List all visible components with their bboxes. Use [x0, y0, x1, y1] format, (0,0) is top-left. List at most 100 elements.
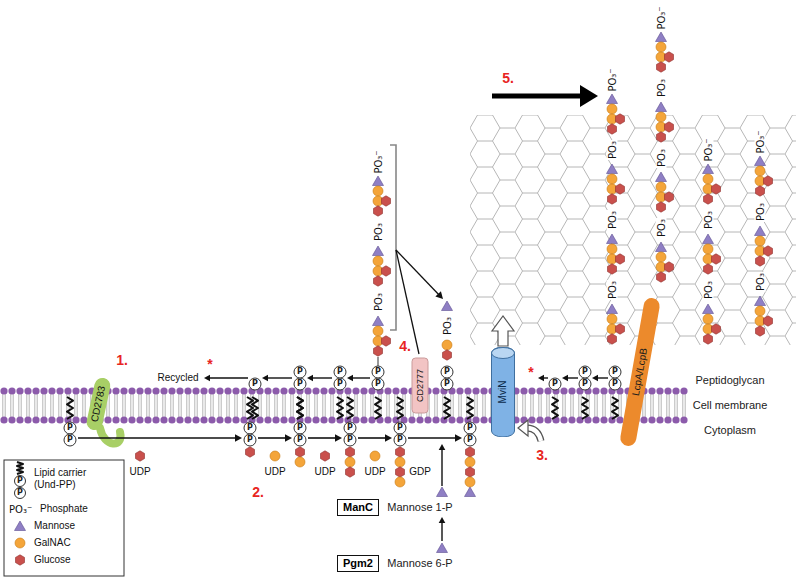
footnote-mark: *	[207, 356, 212, 372]
text-label: Peptidoglycan	[695, 374, 764, 387]
transferase-box: CD2777	[412, 357, 429, 413]
arrow-head	[439, 517, 446, 523]
arrow-line	[267, 377, 292, 378]
mannose-triangle	[607, 234, 618, 244]
arrow-line	[308, 437, 336, 439]
text-label: UDP	[364, 466, 385, 478]
bracket	[390, 145, 396, 330]
phosphate-circle	[579, 378, 591, 390]
glucose-hexagon	[396, 447, 405, 457]
phosphate-label: P	[247, 424, 253, 432]
mannose-triangle	[607, 304, 618, 314]
lipid-carrier	[467, 397, 473, 419]
glucose-hexagon	[466, 467, 475, 477]
flippase-cylinder: MviN	[491, 347, 515, 437]
phosphate-label: P	[444, 368, 450, 376]
galnac-circle	[395, 457, 405, 467]
phosphate-circle	[609, 366, 621, 378]
phosphate-circle	[64, 422, 76, 434]
phosphate-label: P	[297, 436, 303, 444]
arrow-head	[435, 291, 443, 299]
glucose-hexagon	[657, 132, 666, 142]
phosphate-circle	[441, 366, 453, 378]
phosphate-circle	[394, 422, 406, 434]
arrow-head	[538, 375, 544, 382]
glucose-hexagon	[756, 256, 765, 266]
glucose-hexagon	[616, 184, 625, 194]
phosphate-label: P	[347, 436, 353, 444]
phosphate-label: P	[552, 380, 558, 388]
mannose-triangle	[656, 242, 667, 252]
callout-number: 3.	[536, 447, 548, 463]
glucose-hexagon	[346, 447, 355, 457]
flip-arrow	[492, 316, 514, 346]
galnac-circle	[465, 477, 475, 487]
arrow-head	[455, 434, 462, 442]
glucose-hexagon	[764, 246, 773, 256]
glucose-hexagon	[136, 451, 145, 461]
glucose-hexagon	[665, 52, 674, 62]
glucose-hexagon	[616, 324, 625, 334]
phosphate-group-label: PO₃	[755, 202, 766, 222]
phosphate-label: P	[397, 436, 403, 444]
peptidoglycan-mesh	[470, 115, 796, 345]
mannose-triangle	[703, 234, 714, 244]
glucose-hexagon	[657, 272, 666, 282]
arrow-head	[307, 375, 313, 382]
arrow-line	[258, 437, 286, 439]
phosphate-label: P	[297, 380, 303, 388]
arrow-line	[597, 377, 608, 378]
galnac-circle	[755, 166, 765, 176]
glucose-hexagon	[374, 346, 383, 356]
glucose-hexagon	[382, 266, 391, 276]
phosphate-circle	[372, 378, 384, 390]
lipid-carrier	[17, 462, 23, 474]
arrow-head	[262, 375, 268, 382]
arrow-line	[441, 449, 442, 486]
glucose-hexagon	[466, 447, 475, 457]
text-label: GDP	[409, 466, 431, 478]
text-label: Cell membrane	[693, 399, 768, 412]
legend-text: Mannose	[34, 520, 75, 532]
anchoring-rod: LcpA/LcpB	[619, 297, 661, 447]
glucose-hexagon	[374, 276, 383, 286]
arrow-line	[78, 437, 236, 439]
mannose-triangle	[607, 94, 618, 104]
glucose-hexagon	[296, 447, 305, 457]
phosphate-group-label: PO₃	[703, 210, 714, 230]
legend-text: Lipid carrier (Und-PP)	[34, 467, 114, 490]
glucose-hexagon	[756, 326, 765, 336]
phosphate-label: P	[582, 380, 588, 388]
phosphate-group-label: PO₃	[703, 280, 714, 300]
phosphate-label: P	[467, 436, 473, 444]
glucose-hexagon	[616, 254, 625, 264]
node-text: ManC	[343, 501, 373, 514]
phosphate-group-label: PO₃⁻	[656, 5, 667, 30]
phosphate-label: P	[467, 424, 473, 432]
glucose-hexagon	[704, 264, 713, 274]
arrow-head	[385, 434, 392, 442]
phosphate-label: P	[297, 368, 303, 376]
phosphate-label: P	[297, 424, 303, 432]
callout-number: 2.	[252, 484, 264, 500]
phosphate-label: P	[444, 380, 450, 388]
text-label: UDP	[264, 466, 285, 478]
phosphate-label: P	[337, 368, 343, 376]
glucose-hexagon	[712, 324, 721, 334]
phosphate-circle	[294, 366, 306, 378]
glucose-hexagon	[712, 254, 721, 264]
phosphate-label: P	[17, 489, 23, 497]
glucose-hexagon	[608, 194, 617, 204]
phosphate-circle	[244, 422, 256, 434]
phosphate-circle	[344, 422, 356, 434]
mannose-triangle	[703, 304, 714, 314]
enzyme-box: ManC	[337, 499, 379, 516]
lipid-carrier	[297, 397, 303, 419]
arrow-line	[441, 522, 442, 541]
phosphate-circle	[372, 366, 384, 378]
phosphate-group-label: PO₃	[656, 78, 667, 98]
footnote-mark: *	[528, 364, 533, 380]
text-label: UDP	[129, 466, 150, 478]
arrow-line	[358, 437, 386, 439]
phosphate-label: P	[67, 436, 73, 444]
